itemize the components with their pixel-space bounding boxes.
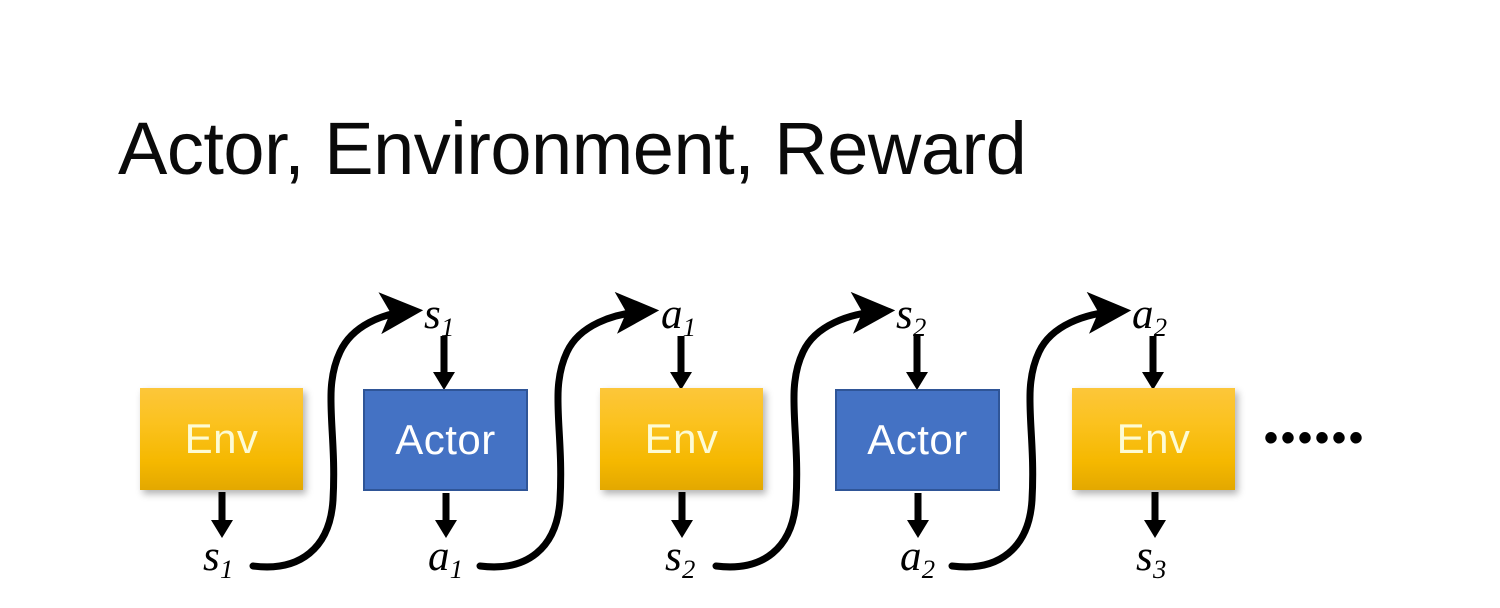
arrow-s1-into-actor1 [433,336,455,390]
label-bottom-a1: a1 [428,533,463,582]
arrow-a1-into-env2 [670,336,692,390]
label-bottom-s2: s2 [665,533,695,582]
page-title: Actor, Environment, Reward [118,107,1027,190]
node-env-3[interactable]: Env [1072,388,1235,490]
label-top-s2: s2 [896,291,926,340]
label-bottom-a1-base: a [428,533,450,580]
label-bottom-a2: a2 [900,533,935,582]
label-top-a1-base: a [661,291,683,338]
node-actor-2[interactable]: Actor [835,389,1000,491]
label-top-a2-base: a [1132,291,1154,338]
label-top-a2: a2 [1132,291,1167,340]
label-top-s1-base: s [424,291,441,338]
label-bottom-s1-sub: 1 [220,553,234,584]
arrow-s2-into-actor2 [906,336,928,390]
label-bottom-s2-sub: 2 [682,553,696,584]
node-actor-1[interactable]: Actor [363,389,528,491]
label-top-s1: s1 [424,291,454,340]
label-bottom-a2-base: a [900,533,922,580]
arrow-env3-out-s3 [1144,492,1166,538]
label-top-a1: a1 [661,291,696,340]
arrow-env1-out-s1 [211,492,233,538]
label-bottom-s2-base: s [665,533,682,580]
node-env-2[interactable]: Env [600,388,763,490]
arrow-env2-out-s2 [671,492,693,538]
label-top-s1-sub: 1 [441,311,455,342]
label-bottom-s3-sub: 3 [1153,553,1167,584]
node-env-1[interactable]: Env [140,388,303,490]
label-top-a2-sub: 2 [1153,311,1168,342]
arrow-a2-into-env3 [1142,336,1164,390]
arrow-actor2-out-a2 [907,493,929,538]
label-bottom-s1: s1 [203,533,233,582]
arrow-actor1-out-a1 [435,493,457,538]
label-top-a1-sub: 1 [682,311,697,342]
label-top-s2-base: s [896,291,913,338]
label-bottom-s3: s3 [1136,533,1166,582]
continuation-ellipsis: •••••• [1264,416,1367,460]
label-bottom-s1-base: s [203,533,220,580]
label-bottom-s3-base: s [1136,533,1153,580]
label-bottom-a2-sub: 2 [921,553,936,584]
label-top-s2-sub: 2 [913,311,927,342]
label-bottom-a1-sub: 1 [449,553,464,584]
